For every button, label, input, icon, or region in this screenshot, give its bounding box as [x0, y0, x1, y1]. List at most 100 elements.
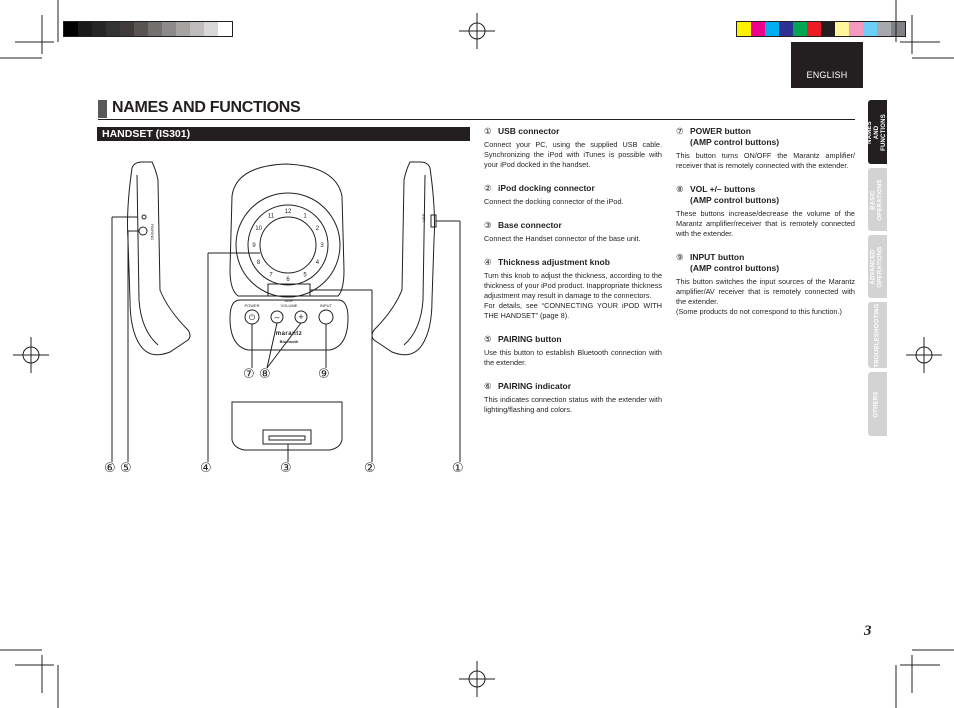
knob-number: 4	[316, 260, 320, 266]
front-body	[229, 163, 345, 297]
knob-number: 9	[252, 243, 256, 249]
knob-number: 8	[257, 260, 261, 266]
item-paragraph: Connect the docking connector of the iPo…	[484, 197, 624, 206]
color-swatch	[793, 22, 807, 36]
gray-swatch	[204, 22, 218, 36]
item-number: ⑤	[484, 334, 492, 344]
item-title-wrap: VOL +/– buttons(AMP control buttons)	[690, 184, 779, 206]
page-number: 3	[864, 623, 872, 639]
usb-port	[430, 214, 437, 228]
side-tab-label: OTHERS	[874, 390, 881, 418]
item-paragraph: Connect your PC, using the supplied USB …	[484, 140, 662, 169]
item-title-wrap: USB connector	[498, 126, 559, 137]
side-tab-label: TROUBLESHOOTING	[874, 303, 880, 367]
volume-label: VOLUME	[281, 303, 298, 308]
gray-swatch	[176, 22, 190, 36]
item-subtitle: (AMP control buttons)	[690, 137, 780, 147]
item-body: Connect your PC, using the supplied USB …	[484, 140, 662, 170]
knob-number: 7	[269, 272, 273, 278]
color-swatch	[891, 22, 905, 36]
callout-6: ⑥	[104, 461, 116, 476]
item-number: ⑦	[676, 126, 684, 136]
knob-number: 1	[303, 214, 307, 220]
usb-side-label: USB	[421, 213, 426, 222]
item-heading: ⑥ PAIRING indicator	[484, 381, 662, 392]
color-swatch	[877, 22, 891, 36]
side-tab-advanced-operations[interactable]: ADVANCED OPERATIONS	[868, 235, 887, 298]
item-title: POWER button	[690, 126, 751, 136]
color-swatch	[835, 22, 849, 36]
item-title: PAIRING button	[498, 334, 562, 344]
item-number: ②	[484, 183, 492, 193]
item-body: These buttons increase/decrease the volu…	[676, 209, 855, 239]
item-paragraph: Connect the Handset connector of the bas…	[484, 234, 641, 243]
item-body: Connect the Handset connector of the bas…	[484, 234, 662, 244]
side-tab-names-and-functions[interactable]: NAMES AND FUNCTIONS	[867, 100, 888, 164]
title-rule	[98, 119, 855, 120]
item-paragraph: These buttons increase/decrease the volu…	[676, 209, 855, 238]
item-title: USB connector	[498, 126, 560, 136]
item-title-wrap: PAIRING button	[498, 334, 562, 345]
item-subtitle: (AMP control buttons)	[690, 195, 780, 205]
knob-number: 5	[303, 272, 307, 278]
item-heading: ⑤ PAIRING button	[484, 334, 662, 345]
color-swatch	[779, 22, 793, 36]
item-body: Turn this knob to adjust the thickness, …	[484, 271, 662, 321]
gray-swatch	[190, 22, 204, 36]
language-tab: ENGLISH	[791, 42, 863, 88]
printer-gray-strip	[63, 21, 233, 37]
item-body: This button switches the input sources o…	[676, 277, 855, 317]
item-paragraph: Use this button to establish Bluetooth c…	[484, 348, 662, 367]
title-accent-bar	[98, 100, 107, 118]
brand-logo: marantz	[276, 331, 303, 337]
printer-color-strip	[736, 21, 906, 37]
knob-outer	[235, 192, 341, 298]
callout-3: ③	[280, 461, 292, 476]
power-symbol: ⏻	[249, 313, 256, 322]
side-tab-others[interactable]: OTHERS	[868, 372, 887, 436]
callout-9: ⑨	[318, 367, 330, 382]
item-title-wrap: iPod docking connector	[498, 183, 595, 194]
side-tab-basic-operations[interactable]: BASIC OPERATIONS	[868, 168, 887, 231]
callout-8: ⑧	[259, 367, 271, 382]
pairing-button-dot	[138, 226, 148, 236]
callout-5: ⑤	[120, 461, 132, 476]
knob-number: 3	[320, 243, 324, 249]
item-body: Connect the docking connector of the iPo…	[484, 197, 662, 207]
gray-swatch	[218, 22, 232, 36]
item-paragraph: (Some products do not correspond to this…	[676, 307, 842, 316]
page-title: NAMES AND FUNCTIONS	[112, 99, 301, 116]
item-paragraph: This indicates connection status with th…	[484, 395, 662, 414]
item-paragraph: Turn this knob to adjust the thickness, …	[484, 271, 662, 300]
item-title: PAIRING indicator	[498, 381, 572, 391]
item-number: ③	[484, 220, 492, 230]
left-side-view	[127, 161, 191, 356]
item-heading: ③ Base connector	[484, 220, 662, 231]
item-number: ⑨	[676, 252, 684, 262]
item-number: ④	[484, 257, 492, 267]
item-paragraph: For details, see “CONNECTING YOUR iPOD W…	[484, 301, 662, 320]
control-panel	[229, 299, 349, 351]
item-title: VOL +/– buttons	[690, 184, 756, 194]
gray-swatch	[148, 22, 162, 36]
item-title: Base connector	[498, 220, 562, 230]
side-tab-label: ADVANCED OPERATIONS	[870, 245, 884, 288]
gray-swatch	[78, 22, 92, 36]
item-title: iPod docking connector	[498, 183, 595, 193]
side-tab-troubleshooting[interactable]: TROUBLESHOOTING	[868, 302, 887, 368]
side-tab-label: NAMES AND FUNCTIONS	[867, 113, 888, 151]
knob-number: 10	[255, 226, 262, 232]
knob-ring	[247, 204, 329, 286]
item-number: ⑥	[484, 381, 492, 391]
pairing-side-label: PAIRING	[150, 224, 155, 240]
knob-number: 12	[285, 209, 292, 215]
